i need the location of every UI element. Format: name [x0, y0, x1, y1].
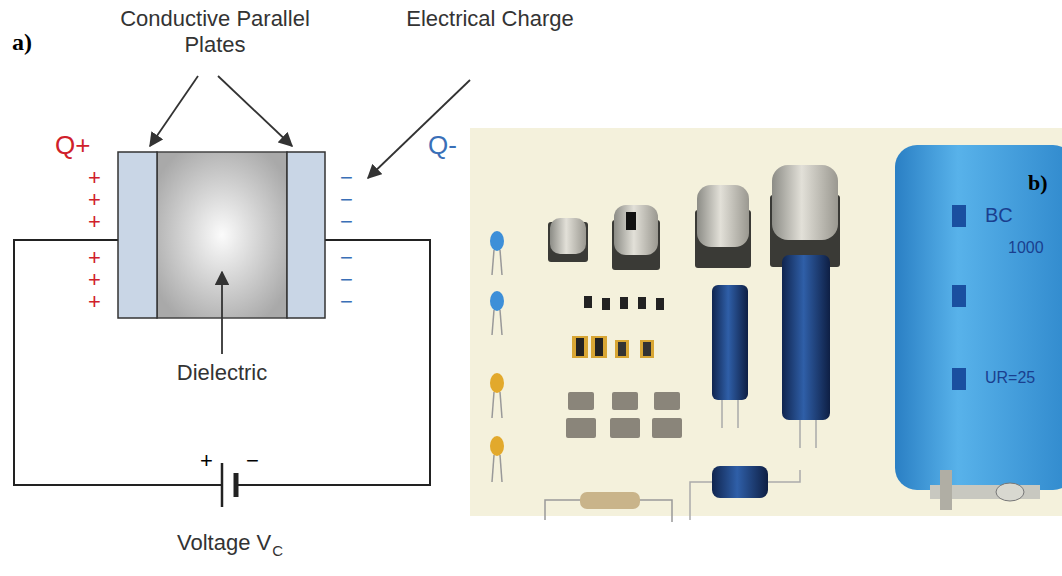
capacitor-photo [697, 185, 749, 247]
capacitor-photo [768, 470, 800, 482]
capacitor-photo [492, 392, 494, 418]
leader-arrow [368, 80, 470, 178]
capacitor-photo [620, 297, 628, 309]
printed-marking: 1000 [1008, 238, 1044, 257]
capacitor-photo [895, 145, 1062, 490]
capacitor-photo [576, 338, 584, 356]
panel-label: a) [12, 28, 32, 57]
charge-label: Q+ [55, 130, 90, 161]
capacitor-photo [566, 418, 596, 438]
capacitor-plates [287, 152, 325, 318]
capacitor-photo [952, 368, 966, 390]
minus-sign: − [340, 289, 353, 315]
capacitor-photo [656, 298, 664, 310]
minus-sign: − [340, 209, 353, 235]
capacitor-photo [638, 297, 646, 309]
capacitor-photo [652, 418, 682, 438]
capacitor-photo [612, 392, 638, 410]
capacitor-photo [996, 483, 1024, 501]
panel-label: b) [1028, 170, 1048, 196]
capacitor-photo [618, 342, 626, 356]
capacitor-photo [490, 373, 504, 393]
leader-arrow [150, 76, 198, 146]
callout-label: Dielectric [142, 360, 302, 386]
capacitor-photo [610, 418, 640, 438]
battery-symbol [222, 463, 236, 507]
capacitor-photo [952, 205, 966, 390]
capacitor-photo [470, 128, 1062, 522]
capacitor-photo [614, 205, 658, 255]
capacitor-photo [640, 500, 672, 522]
capacitor-photo [492, 455, 494, 482]
callout-label: Conductive Parallel Plates [115, 6, 315, 59]
capacitor-photo [712, 285, 748, 400]
capacitor-plates [118, 152, 157, 318]
capacitor-photo [490, 436, 504, 456]
capacitor-photo [584, 296, 592, 308]
leader-arrow [150, 76, 470, 354]
printed-marking: BC [985, 203, 1013, 227]
printed-marking: UR=25 [985, 368, 1035, 387]
battery-symbol [234, 473, 239, 497]
charge-label: Q- [428, 130, 457, 161]
capacitor-photo [550, 218, 586, 254]
battery-terminal-sign: + [200, 448, 213, 474]
capacitor-photo [500, 455, 502, 482]
capacitor-photo [595, 338, 603, 356]
capacitor-photo [782, 255, 830, 420]
voltage-subscript: C [272, 542, 283, 560]
circuit-wire [14, 240, 430, 485]
capacitor-photo [737, 398, 739, 428]
plus-sign: + [88, 209, 101, 235]
capacitor-photo [568, 392, 594, 410]
capacitor-photo [690, 482, 712, 520]
capacitor-photo [640, 340, 654, 358]
capacitor-photo [490, 231, 504, 251]
capacitor-photo [490, 291, 504, 311]
capacitor-photo [545, 500, 580, 520]
capacitor-photo [940, 470, 952, 510]
leader-arrow [218, 76, 292, 146]
capacitor-photo [500, 310, 502, 335]
capacitor-photo [799, 418, 801, 448]
capacitor-photo [654, 392, 680, 410]
capacitor-photo [772, 165, 838, 240]
capacitor-photo [602, 298, 610, 310]
capacitor-photo [712, 466, 768, 498]
leader-arrow [221, 272, 223, 354]
battery-symbol [221, 463, 224, 507]
capacitor-photo [952, 285, 966, 307]
battery-terminal-sign: − [246, 448, 259, 474]
capacitor-photo [572, 336, 588, 358]
plus-sign: + [88, 289, 101, 315]
voltage-label: Voltage V [177, 530, 271, 556]
capacitor-photo [566, 392, 682, 438]
capacitor-photo [500, 392, 502, 418]
capacitor-photo [615, 340, 629, 358]
capacitor-photo [572, 336, 654, 358]
capacitor-photo [492, 310, 494, 335]
capacitor-photo [626, 212, 636, 230]
capacitor-photo [580, 492, 640, 509]
capacitor-photo [492, 250, 494, 275]
capacitor-photo [500, 250, 502, 275]
callout-label: Electrical Charge [405, 6, 575, 32]
capacitor-photo [721, 398, 723, 428]
capacitor-photo [584, 296, 664, 310]
capacitor-photo [643, 342, 651, 356]
capacitor-photo [952, 205, 966, 227]
capacitor-photo [815, 418, 817, 448]
capacitor-photo [591, 336, 607, 358]
